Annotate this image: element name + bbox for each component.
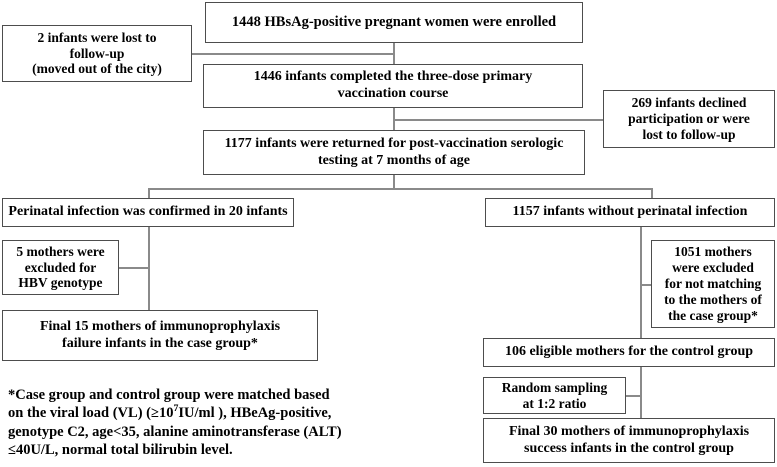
node-excluded-unmatched-line2: were excluded [672,260,754,276]
footnote-line-2b: IU/ml ), HBeAg-positive, [178,405,332,422]
footnote: *Case group and control group were match… [8,386,360,460]
node-perinatal-infection-label: Perinatal infection was confirmed in 20 … [8,204,288,220]
node-perinatal-infection[interactable]: Perinatal infection was confirmed in 20 … [2,198,294,227]
node-excluded-hbv-genotype[interactable]: 5 mothers were excluded for HBV genotype [2,240,119,295]
node-case-group-final-line1: Final 15 mothers of immunoprophylaxis [39,318,281,334]
node-serologic-testing[interactable]: 1177 infants were returned for post-vacc… [203,130,585,175]
node-declined-line3: lost to follow-up [642,126,736,142]
connector-split-left-drop [148,188,150,198]
node-enrolled[interactable]: 1448 HBsAg-positive pregnant women were … [205,2,583,43]
footnote-line-4: ≤40U/L, normal total bilirubin level. [8,442,233,459]
node-no-perinatal-infection[interactable]: 1157 infants without perinatal infection [485,198,775,227]
connector-serologic-to-split [393,175,395,189]
node-excluded-hbv-line2: excluded for [24,259,97,275]
footnote-line-1: *Case group and control group were match… [8,387,330,403]
connector-excluded-unmatched-stub [640,284,652,286]
node-control-group-final[interactable]: Final 30 mothers of immunoprophylaxis su… [483,418,775,463]
node-control-group-final-line2: success infants in the control group [524,440,734,456]
node-excluded-unmatched-line4: to the mothers of [664,291,762,307]
footnote-line-2: on the viral load (VL) (≥107IU/ml ), HBe… [8,404,360,422]
node-declined-line1: 269 infants declined [631,95,747,111]
node-declined[interactable]: 269 infants declined participation or we… [603,90,775,148]
connector-lost-followup [192,53,394,55]
node-vaccinated-line1: 1446 infants completed the three-dose pr… [253,69,533,85]
node-eligible-control[interactable]: 106 eligible mothers for the control gro… [483,338,775,367]
node-enrolled-label: 1448 HBsAg-positive pregnant women were … [231,13,557,30]
node-excluded-unmatched-line3: for not matching [664,276,762,292]
footnote-exponent: 7 [173,403,179,415]
node-eligible-control-label: 106 eligible mothers for the control gro… [504,344,754,360]
connector-eligible-to-final-control [640,367,642,418]
node-excluded-unmatched[interactable]: 1051 mothers were excluded for not match… [651,240,775,328]
connector-split-right-drop [651,188,653,198]
node-lost-followup-line1: 2 infants were lost to [37,29,157,45]
node-lost-followup-line2: follow-up [69,45,125,61]
node-vaccinated-line2: vaccination course [337,86,449,101]
connector-excluded-hbv-stub [119,267,149,269]
footnote-line-3: genotype C2, age<35, alanine aminotransf… [8,423,342,440]
node-excluded-unmatched-line5: the case group* [668,307,758,323]
node-random-sampling-line2: at 1:2 ratio [522,395,587,411]
node-excluded-hbv-line3: HBV genotype [18,275,103,291]
node-declined-line2: participation or were [628,111,750,127]
node-serologic-line2: testing at 7 months of age [317,152,471,168]
connector-case-branch-vertical [148,227,150,310]
node-serologic-line1: 1177 infants were returned for post-vacc… [224,135,564,151]
connector-control-branch-vertical [640,227,642,338]
connector-split-horizontal [148,188,652,190]
node-lost-followup[interactable]: 2 infants were lost to follow-up (moved … [2,25,192,82]
connector-random-sampling-stub [626,395,642,397]
node-excluded-unmatched-line1: 1051 mothers [674,244,752,260]
node-vaccinated[interactable]: 1446 infants completed the three-dose pr… [203,64,583,108]
connector-declined [393,119,604,121]
node-no-perinatal-infection-label: 1157 infants without perinatal infection [512,204,748,220]
node-random-sampling-line1: Random sampling [501,379,608,395]
node-lost-followup-line3: (moved out of the city) [32,61,162,77]
node-random-sampling[interactable]: Random sampling at 1:2 ratio [483,377,626,414]
node-excluded-hbv-line1: 5 mothers were [16,243,105,259]
node-case-group-final[interactable]: Final 15 mothers of immunoprophylaxis fa… [2,310,318,361]
footnote-line-2a: on the viral load (VL) (≥10 [8,405,174,422]
node-case-group-final-line2: failure infants in the case group* [62,335,258,351]
node-control-group-final-line1: Final 30 mothers of immunoprophylaxis [508,423,750,439]
